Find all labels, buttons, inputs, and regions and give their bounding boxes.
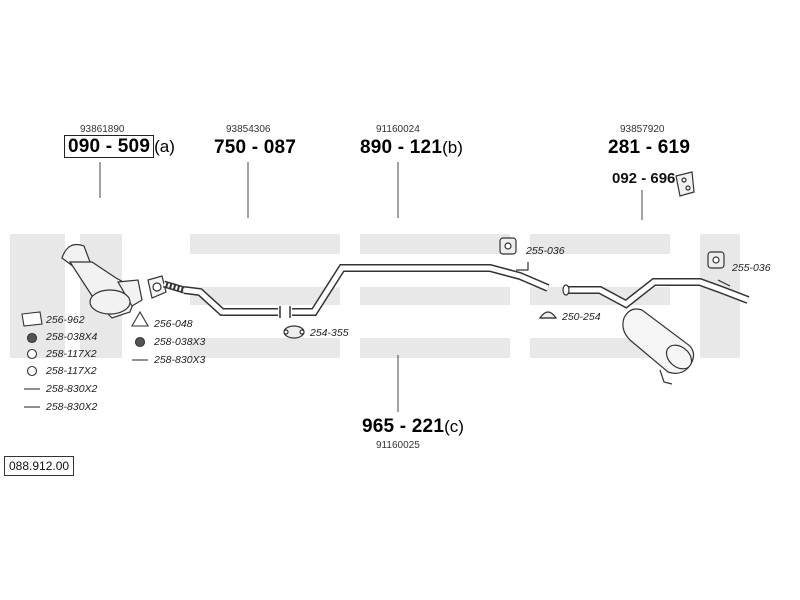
oem-number: 93857920 [620,124,665,135]
part-suffix: (b) [442,138,463,157]
part-code-p4[interactable]: 281 - 619 [608,137,691,158]
watermark-shapes [10,234,740,358]
rubber-mount-icon [707,251,731,287]
part-code-p1[interactable]: 090 - 509(a) [64,135,175,158]
nut-icon [134,336,146,348]
fitting-label: 256-962 [46,314,85,326]
fitting-label: 258-830X2 [46,383,98,395]
oem-number: 93861890 [80,124,125,135]
gasket-icon [131,310,149,327]
callout-label: 250-254 [562,311,601,323]
catalytic-converter [61,243,143,319]
fitting-label: 258-117X2 [46,365,97,377]
fitting-label: 258-830X2 [46,401,98,413]
part-code: 090 - 509 [64,135,155,158]
pipe-end [562,284,570,296]
part-code-p3[interactable]: 890 - 121(b) [360,137,463,159]
hanger-bracket-icon [675,171,695,197]
callout-label: 254-355 [310,327,349,339]
part-code-p6[interactable]: 965 - 221(c) [362,416,464,438]
gasket-icon [21,311,43,327]
part-code-p5[interactable]: 092 - 696 [612,170,676,187]
clamp-icon [283,325,305,339]
part-suffix: (a) [154,137,175,156]
fitting-label: 258-117X2 [46,348,97,360]
fitting-label: 258-038X4 [46,331,98,343]
fitting-label: 258-038X3 [154,336,206,348]
fitting-label: 256-048 [154,318,193,330]
washer-icon [26,365,38,377]
clamp-icon [538,311,558,319]
part-code-p2[interactable]: 750 - 087 [214,137,297,158]
rear-pipe [568,278,750,309]
nut-icon [26,332,38,344]
front-flange [147,275,167,299]
oem-number: 91160025 [376,440,420,451]
oem-number: 91160024 [376,124,420,135]
fitting-label: 258-830X3 [154,354,206,366]
rear-silencer [622,308,695,385]
callout-label: 255-036 [732,262,771,274]
part-code: 965 - 221 [362,416,445,437]
rubber-mount-icon [499,237,529,271]
diagram-reference: 088.912.00 [4,456,75,476]
watermark-band [10,232,790,360]
oem-number: 93854306 [226,124,271,135]
callout-label: 255-036 [526,245,565,257]
washer-icon [26,348,38,360]
part-suffix: (c) [444,417,464,436]
part-code: 890 - 121 [360,137,443,158]
